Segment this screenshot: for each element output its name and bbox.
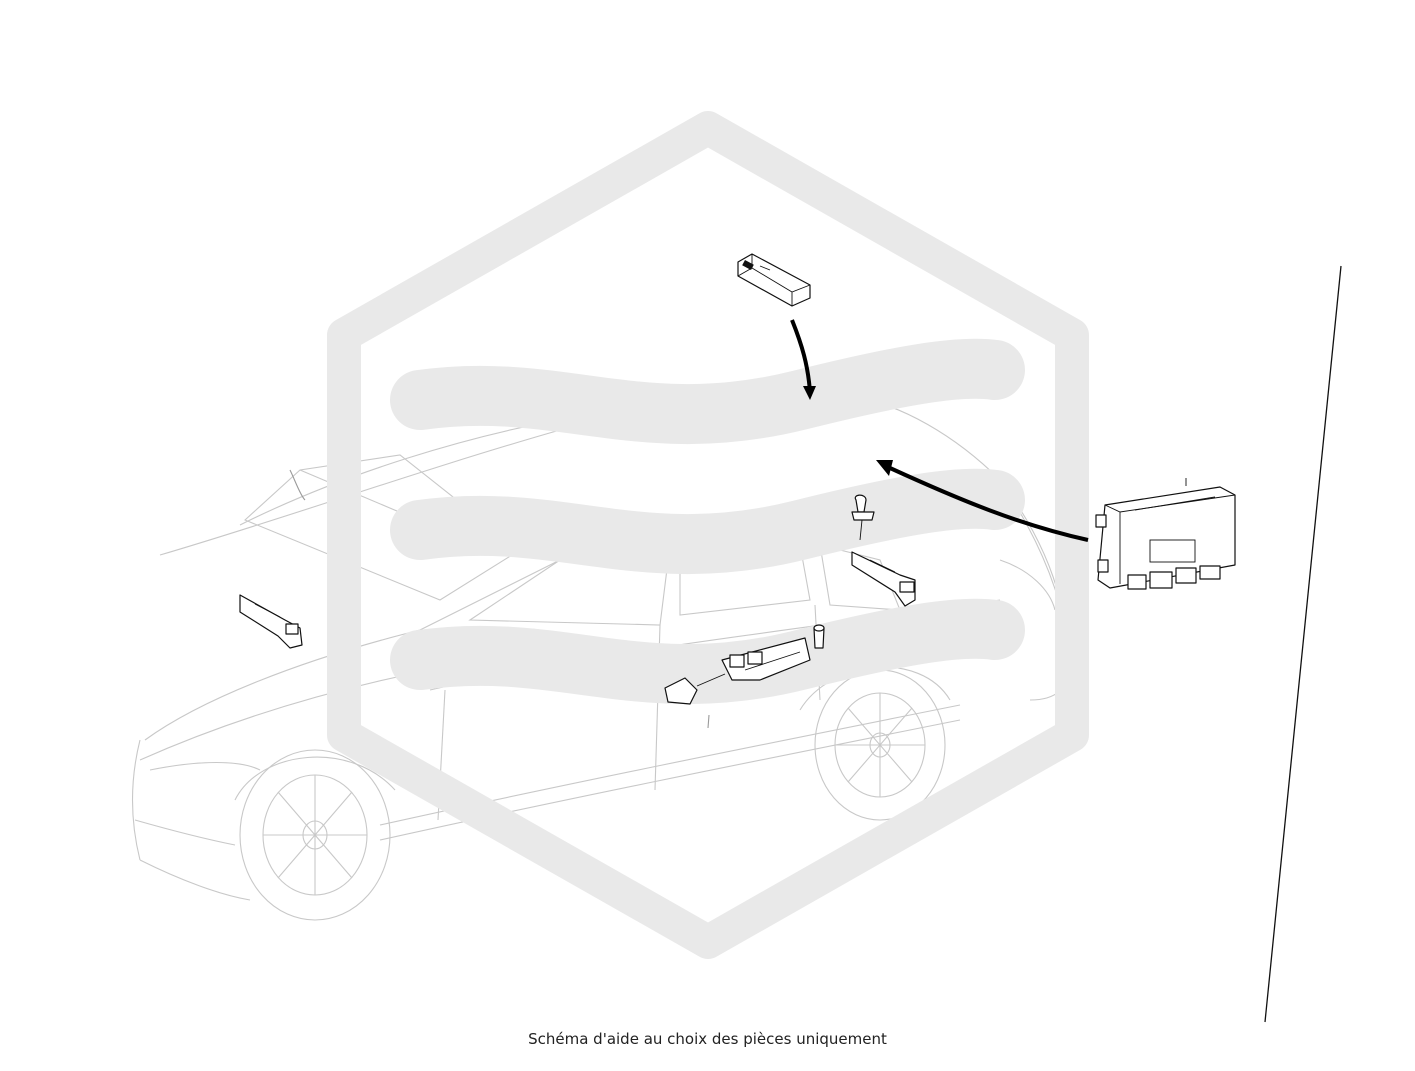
roof-module-part — [737, 253, 811, 307]
arrow-control-unit — [889, 466, 1089, 542]
bracket-center-part — [664, 624, 825, 705]
boundary-line — [1264, 265, 1342, 1023]
arrow-roof-module — [790, 319, 812, 393]
control-unit-part — [1095, 478, 1236, 590]
bracket-rear-part — [851, 494, 916, 607]
arrow-head-control-unit — [876, 460, 893, 476]
arrow-head-roof-module — [803, 386, 816, 400]
diagram-caption: Schéma d'aide au choix des pièces unique… — [528, 1030, 887, 1048]
hexagon-waves-logo-icon — [327, 111, 1089, 959]
bracket-front-part — [239, 594, 303, 649]
